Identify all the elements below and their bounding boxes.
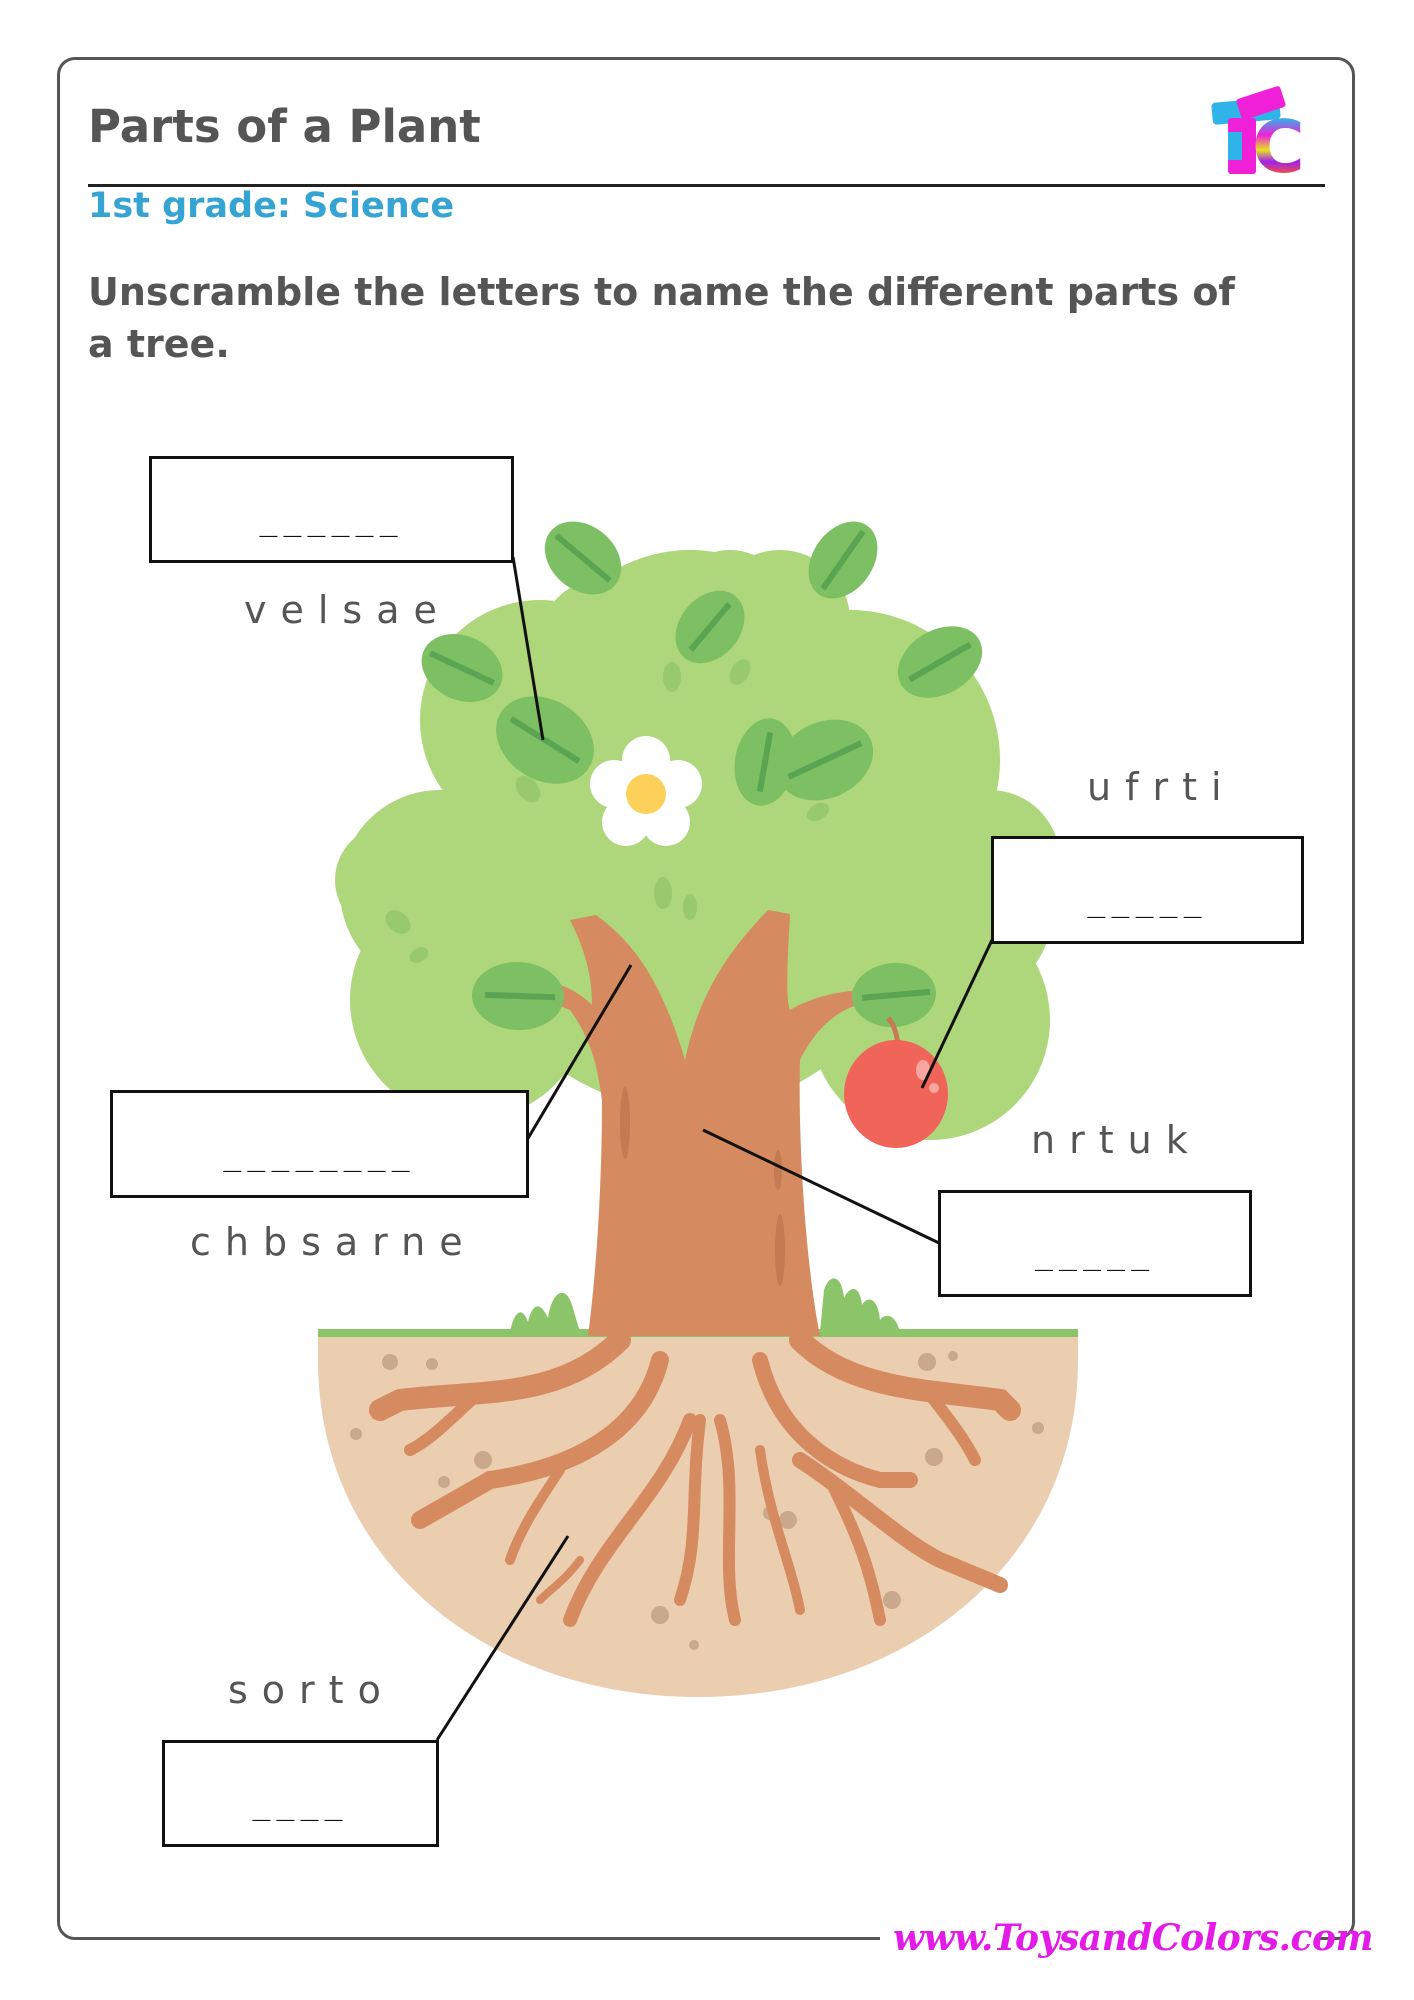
bark-marks bbox=[620, 1087, 785, 1286]
branches-pointer-line bbox=[525, 964, 633, 1141]
website-link[interactable]: www.ToysandColors.com bbox=[893, 1917, 1374, 1959]
trunk-scrambled-word: nrtuk bbox=[1031, 1118, 1202, 1162]
trunk-answer-blanks: _____ bbox=[1034, 1237, 1156, 1272]
logo-c-letter: C bbox=[1252, 111, 1316, 183]
apple bbox=[844, 1016, 948, 1148]
footer-gap bbox=[880, 1928, 1320, 1952]
tree-roots bbox=[369, 1329, 1021, 1627]
roots-scrambled-word: sorto bbox=[228, 1668, 395, 1712]
trunk-pointer-line bbox=[702, 1128, 940, 1245]
leaves-answer-box[interactable]: ______ bbox=[149, 456, 514, 563]
roots-pointer-line bbox=[435, 1535, 570, 1741]
leaves-answer-blanks: ______ bbox=[259, 503, 404, 538]
pointer-lines bbox=[435, 556, 994, 1741]
fruit-pointer-line bbox=[920, 939, 994, 1089]
fruit-answer-box[interactable]: _____ bbox=[991, 836, 1304, 944]
fruit-scrambled-word: ufrti bbox=[1087, 765, 1236, 809]
grade-subject-subtitle: 1st grade: Science bbox=[88, 186, 455, 226]
branches-answer-blanks: ________ bbox=[223, 1138, 416, 1173]
big-leaves bbox=[421, 521, 983, 1031]
logo-t-stem-accent bbox=[1228, 132, 1242, 160]
fruit-answer-blanks: _____ bbox=[1087, 884, 1208, 919]
soil-pebbles bbox=[350, 1351, 1044, 1650]
roots-answer-blanks: ____ bbox=[252, 1787, 349, 1822]
branches-answer-box[interactable]: ________ bbox=[110, 1090, 529, 1198]
page-title: Parts of a Plant bbox=[88, 100, 481, 153]
instructions-text: Unscramble the letters to name the diffe… bbox=[88, 270, 1235, 366]
title-divider bbox=[88, 184, 1325, 187]
flower bbox=[590, 736, 702, 846]
branches-scrambled-word: chbsarne bbox=[190, 1220, 477, 1264]
tc-logo-icon: C bbox=[1210, 85, 1320, 183]
roots-answer-box[interactable]: ____ bbox=[162, 1740, 439, 1847]
grass-tufts bbox=[510, 1278, 900, 1332]
leaves-pointer-line bbox=[511, 556, 545, 741]
worksheet-frame bbox=[57, 57, 1355, 1940]
trunk-answer-box[interactable]: _____ bbox=[938, 1190, 1252, 1297]
leaves-scrambled-word: velsae bbox=[244, 588, 451, 632]
